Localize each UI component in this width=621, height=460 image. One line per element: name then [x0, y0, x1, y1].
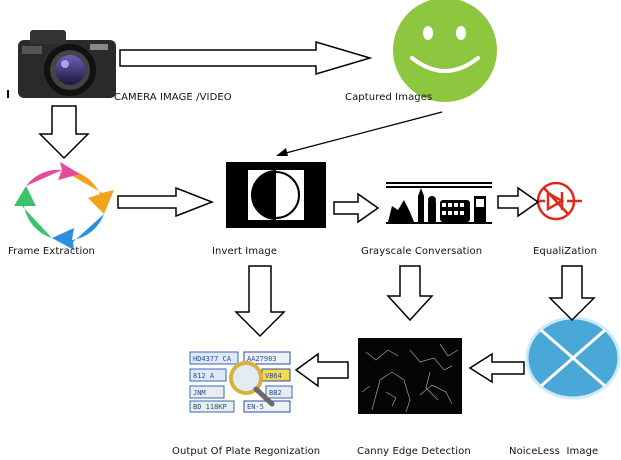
plate-text: JNM — [193, 389, 206, 397]
plate-text: VB64 — [265, 372, 282, 380]
camera-label: CAMERA IMAGE /VIDEO — [114, 92, 232, 103]
invert-label: Invert Image — [212, 246, 278, 257]
arrow-captured-to-invert — [276, 111, 443, 156]
plate-text: AA27983 — [247, 355, 277, 363]
arrow-canny-to-output — [294, 352, 349, 388]
arrow-camera-to-frame — [38, 105, 90, 160]
no-transistor-icon — [530, 181, 582, 221]
camera-icon — [18, 30, 116, 98]
arrow-frame-to-invert — [117, 186, 215, 218]
license-plates-magnifier-icon: HD4377 CA AA27983 812 A VB64 JNM BB2 BD … — [189, 351, 293, 413]
invert-contrast-icon — [226, 162, 326, 228]
smiley-face-icon — [393, 0, 497, 102]
edge-image-icon — [358, 338, 462, 414]
captured-label: Captured Images — [345, 92, 433, 103]
output-label: Output Of Plate Regonization — [172, 446, 321, 457]
plate-text: BB2 — [269, 389, 282, 397]
camera-marker: I — [6, 88, 11, 101]
arrow-grayscale-to-canny — [386, 265, 434, 322]
noiseless-label: NoiceLess Image — [509, 446, 599, 457]
plate-text: HD4377 CA — [193, 355, 232, 363]
arrow-noiseless-to-canny — [468, 352, 525, 384]
plate-text: BD 118KP — [193, 403, 227, 411]
x-circle-icon — [525, 316, 621, 400]
frame-label: Frame Extraction — [8, 246, 95, 257]
plate-text: EN-5 — [247, 403, 264, 411]
refresh-cycle-icon — [14, 162, 114, 250]
arrow-invert-to-output — [234, 265, 286, 338]
grayscale-label: Grayscale Conversation — [361, 246, 483, 257]
arrow-grayscale-to-equalization — [497, 186, 540, 218]
arrow-invert-to-grayscale — [333, 192, 380, 224]
arrow-equalization-to-noiseless — [548, 265, 596, 322]
arrow-camera-to-captured — [119, 40, 373, 76]
canny-label: Canny Edge Detection — [357, 446, 471, 457]
london-skyline-icon — [386, 182, 492, 224]
plate-text: 812 A — [193, 372, 215, 380]
equalization-label: EqualiZation — [533, 246, 598, 257]
